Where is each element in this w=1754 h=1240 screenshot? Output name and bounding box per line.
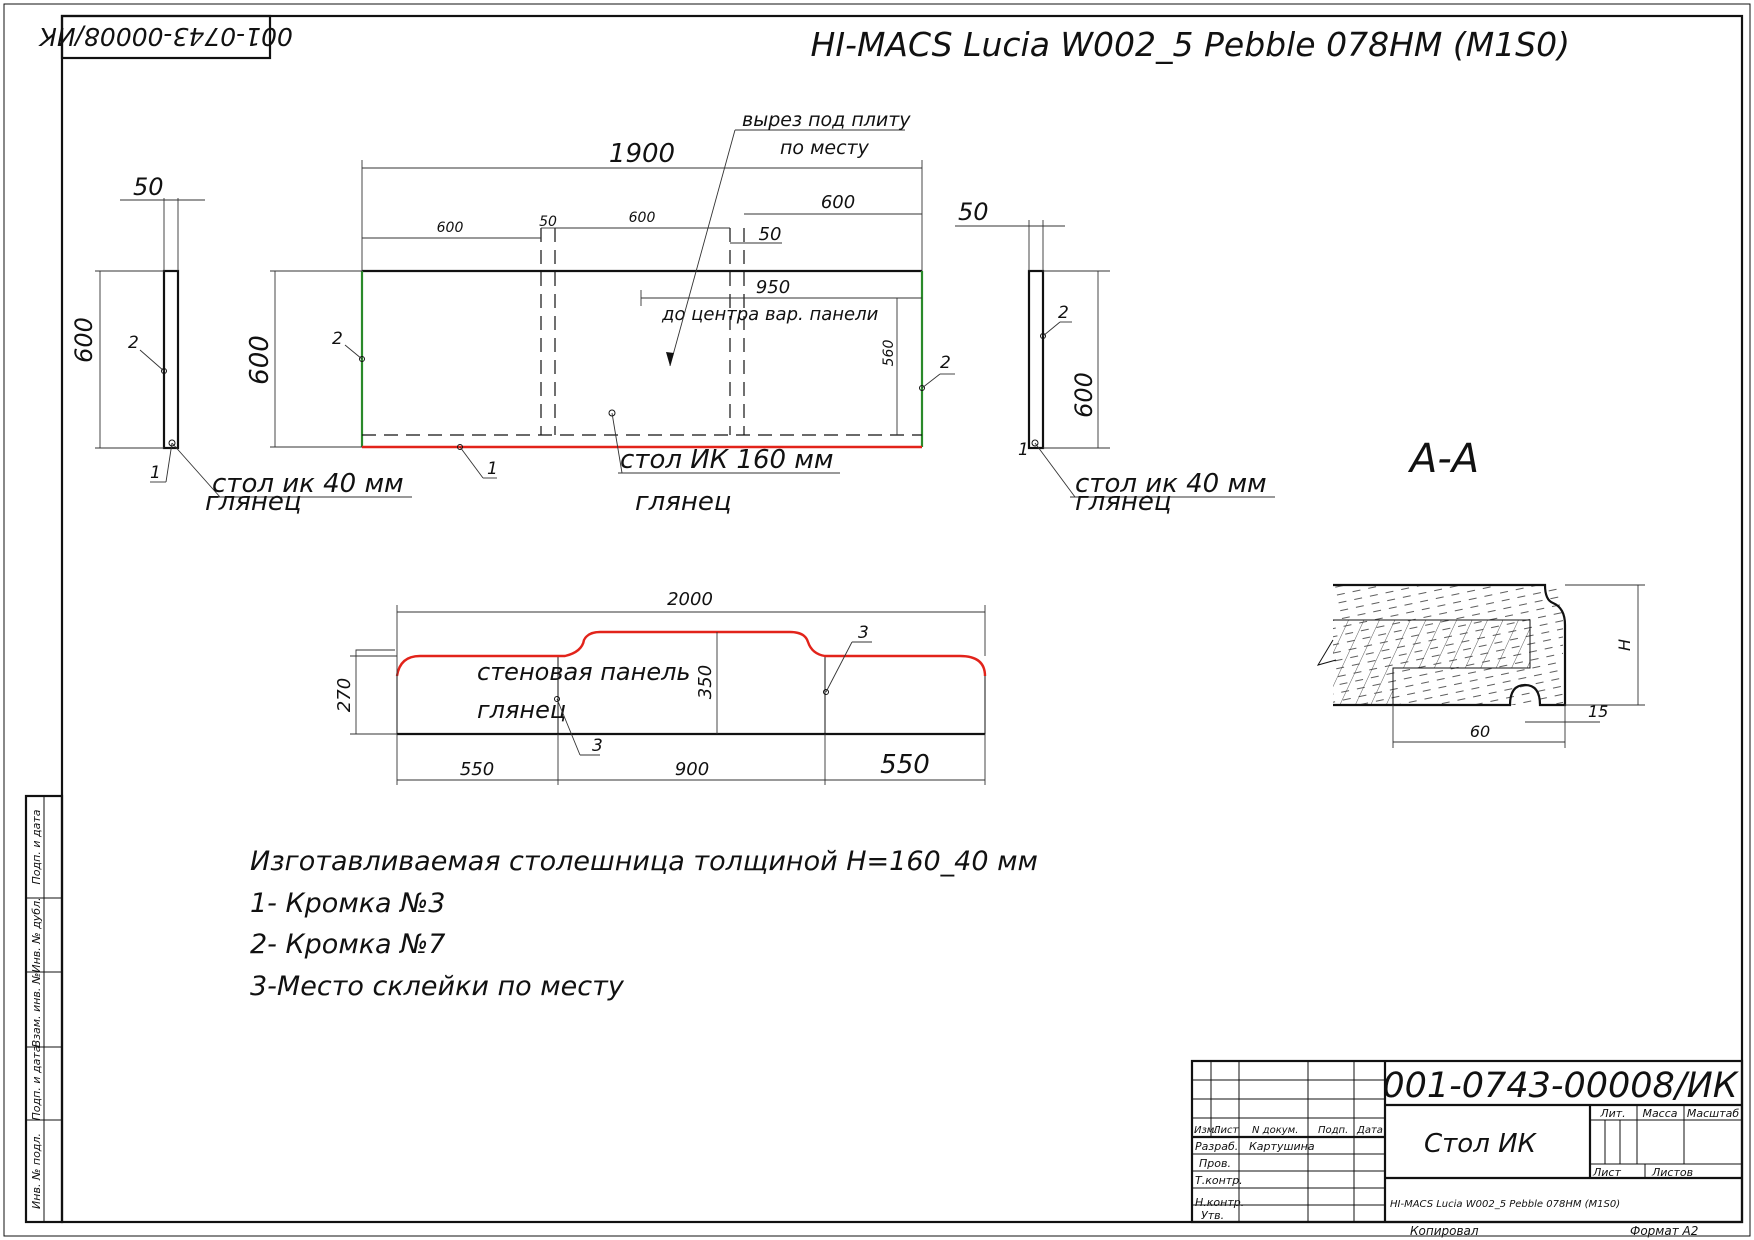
- outer-frame: [3, 3, 1751, 1237]
- right-strip-width-dim: 50: [958, 198, 989, 226]
- tb-hdr-izm: Изм.: [1194, 1125, 1218, 1136]
- dim-total: 1900: [609, 139, 675, 169]
- wall-panel: 2000 270 350 550 900 550 стеновая панель…: [334, 589, 987, 785]
- tb-row-prov: Пров.: [1199, 1157, 1231, 1170]
- wall-dim-mid: 900: [675, 759, 709, 780]
- dim-gap2: 50: [759, 224, 782, 245]
- tb-material: HI-MACS Lucia W002_5 Pebble 078HM (M1S0): [1390, 1199, 1620, 1210]
- mirrored-code: 001-0743-00008/ИК: [38, 22, 293, 51]
- wall-panel-name: стеновая панель: [477, 658, 691, 686]
- wall-panel-top-edge: [395, 630, 987, 677]
- wall-panel-finish: глянец: [477, 696, 566, 724]
- left-strip-mark-2: 2: [128, 333, 139, 353]
- note-line-2: 1- Кромка №3: [250, 888, 445, 919]
- strip-inv-dubl: Инв. № дубл.: [30, 897, 43, 972]
- title-block: Изм. Лист N докум. Подп. Дата Разраб. Ка…: [1190, 1059, 1744, 1238]
- wall-mark-3-left: 3: [592, 736, 603, 756]
- right-strip: 50 600 2 1 стол ик 40 мм глянец: [955, 198, 1275, 517]
- tb-drawing-name: Стол ИК: [1424, 1129, 1538, 1159]
- main-mark-2-left: 2: [332, 329, 343, 349]
- section-dim-15: 15: [1588, 702, 1608, 721]
- left-strip-mark-1: 1: [150, 463, 161, 483]
- dim-seg1: 600: [437, 220, 464, 236]
- side-strip: Инв. № подл. Подп. и дата Взам. инв. № И…: [24, 794, 64, 1224]
- dim-seg2: 600: [629, 210, 656, 226]
- plan-view: 50 600 2 1 стол ик 40 мм глянец: [70, 109, 1275, 517]
- section-dim-h: H: [1615, 639, 1634, 651]
- right-strip-mark-1: 1: [1018, 440, 1029, 460]
- note-line-3: 2- Кромка №7: [250, 929, 445, 960]
- main-finish: глянец: [635, 487, 732, 517]
- tb-scale: Масштаб: [1687, 1107, 1739, 1120]
- section-title: A-A: [1407, 436, 1479, 482]
- inner-frame: [60, 14, 1744, 1224]
- tb-lit: Лит.: [1599, 1107, 1625, 1120]
- left-strip-width-dim: 50: [133, 173, 164, 201]
- cutout-label-1: вырез под плиту: [742, 109, 911, 131]
- tb-mass: Масса: [1642, 1107, 1677, 1120]
- right-strip-name: стол ик 40 мм: [1075, 469, 1267, 499]
- tb-hdr-date: Дата: [1356, 1125, 1383, 1136]
- main-name: стол ИК 160 мм: [620, 445, 834, 475]
- section-aa: A-A H 60 15: [1316, 436, 1645, 748]
- left-strip: 50 600 2 1 стол ик 40 мм глянец: [70, 173, 412, 517]
- tb-hdr-doc: N докум.: [1252, 1125, 1298, 1136]
- dim-gap1: 50: [539, 214, 557, 230]
- center-note: до центра вар. панели: [661, 304, 879, 325]
- right-strip-mark-2: 2: [1058, 303, 1069, 323]
- tb-sheet: Лист: [1592, 1166, 1621, 1179]
- wall-dim-total: 2000: [667, 589, 713, 610]
- tb-row-utv: Утв.: [1201, 1209, 1224, 1222]
- tb-sheets: Листов: [1651, 1166, 1693, 1179]
- tb-hdr-sign: Подп.: [1318, 1125, 1348, 1136]
- dim-to-center: 950: [756, 277, 790, 298]
- wall-dim-h-high: 350: [695, 665, 716, 699]
- left-strip-name: стол ик 40 мм: [212, 469, 404, 499]
- strip-vzam-inv: Взам. инв. №: [30, 973, 43, 1048]
- wall-mark-3-right: 3: [858, 623, 869, 643]
- cutout-label-2: по месту: [780, 137, 870, 159]
- tb-developer: Картушина: [1249, 1140, 1315, 1153]
- main-mark-1: 1: [487, 459, 498, 479]
- tb-copied: Копировал: [1410, 1224, 1479, 1238]
- tb-hdr-list: Лист: [1212, 1125, 1240, 1136]
- tb-row-nkontr: Н.контр.: [1195, 1196, 1244, 1209]
- tb-row-tkontr: Т.контр.: [1195, 1174, 1243, 1187]
- note-line-1: Изготавливаемая столешница толщиной H=16…: [250, 846, 1038, 877]
- right-strip-finish: глянец: [1075, 487, 1172, 517]
- strip-podp-date-1: Подп. и дата: [30, 809, 43, 884]
- note-line-4: 3-Место склейки по месту: [250, 971, 625, 1002]
- wall-dim-right: 550: [880, 750, 930, 780]
- left-strip-finish: глянец: [205, 487, 302, 517]
- section-dim-60: 60: [1470, 722, 1490, 741]
- main-top: 1900 600 50 600 600 50 950 до центра вар…: [245, 109, 955, 517]
- main-mark-2-right: 2: [940, 353, 951, 373]
- strip-inv-podl: Инв. № подл.: [30, 1133, 43, 1209]
- tb-row-razrab: Разраб.: [1195, 1140, 1238, 1153]
- notes: Изготавливаемая столешница толщиной H=16…: [250, 846, 1038, 1002]
- dim-seg3: 600: [821, 192, 855, 213]
- wall-dim-h-low: 270: [334, 678, 355, 712]
- wall-dim-left: 550: [460, 759, 494, 780]
- strip-podp-date-2: Подп. и дата: [30, 1045, 43, 1120]
- right-strip-height-dim: 600: [1070, 372, 1098, 418]
- material-title: HI-MACS Lucia W002_5 Pebble 078HM (M1S0): [811, 25, 1571, 64]
- mirrored-code-box: 001-0743-00008/ИК: [38, 14, 293, 60]
- tb-format: Формат А2: [1630, 1224, 1698, 1238]
- dim-height: 600: [245, 335, 275, 385]
- dim-inner: 560: [881, 340, 897, 367]
- left-strip-height-dim: 600: [70, 317, 98, 363]
- tb-drawing-code: 001-0743-00008/ИК: [1382, 1066, 1739, 1106]
